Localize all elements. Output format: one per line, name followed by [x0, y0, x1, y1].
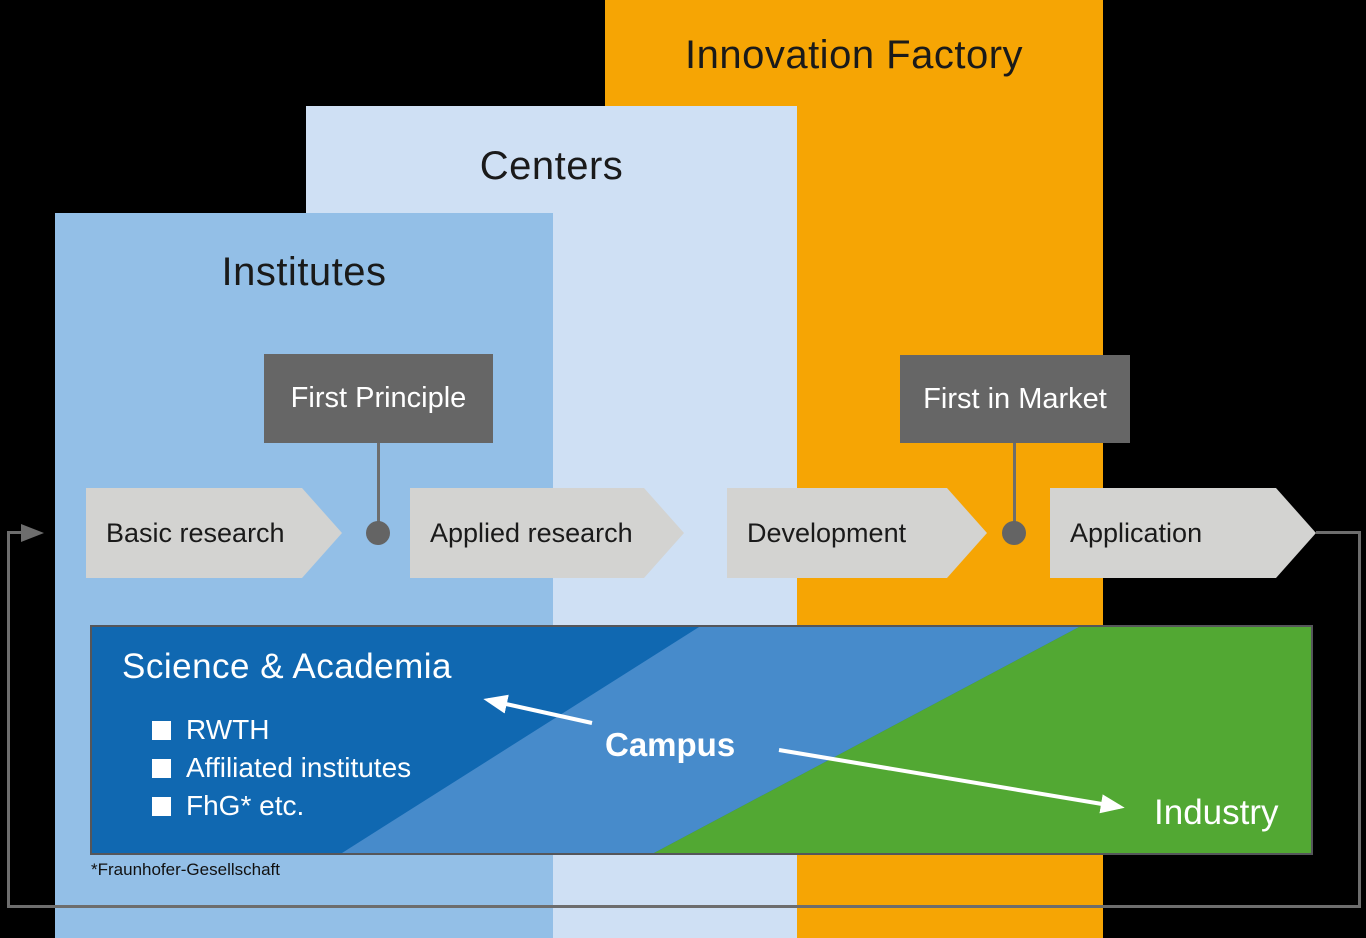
campus-label: Campus — [605, 726, 736, 763]
milestone-label: First Principle — [290, 382, 467, 414]
stage-label: Basic research — [106, 518, 285, 548]
industry-region — [654, 627, 1311, 853]
footnote: *Fraunhofer-Gesellschaft — [91, 860, 280, 879]
stage-label: Applied research — [430, 518, 633, 548]
milestone-dot — [366, 521, 390, 545]
milestone-connector-line — [377, 443, 380, 523]
stage-arrow-application: Application — [1050, 488, 1316, 578]
industry-label: Industry — [1154, 793, 1279, 832]
institutes-title: Institutes — [221, 250, 387, 294]
feedback-loop-bottom-line — [7, 905, 1361, 908]
campus-band-shapes — [92, 627, 1311, 853]
milestone-dot — [1002, 521, 1026, 545]
bullet-item: FhG* etc. — [152, 787, 411, 825]
campus-band: Science & Academia RWTH Affiliated insti… — [90, 625, 1313, 855]
stage-label: Development — [747, 518, 907, 548]
stage-arrow-applied-research: Applied research — [410, 488, 684, 578]
science-academia-region — [92, 627, 699, 853]
bullet-label: FhG* etc. — [186, 790, 305, 821]
innovation-factory-title: Innovation Factory — [684, 33, 1024, 77]
centers-title: Centers — [479, 144, 624, 188]
campus-region — [342, 627, 1079, 853]
stage-label: Application — [1070, 518, 1203, 548]
feedback-loop-arrowhead-icon — [21, 524, 44, 542]
square-bullet-icon — [152, 758, 171, 778]
milestone-first-in-market: First in Market — [900, 355, 1130, 443]
square-bullet-icon — [152, 796, 171, 816]
bullet-label: RWTH — [186, 714, 270, 745]
feedback-loop-entry-line — [7, 531, 25, 534]
milestone-connector-line — [1013, 443, 1016, 523]
milestone-first-principle: First Principle — [264, 354, 493, 443]
milestone-label: First in Market — [923, 382, 1107, 415]
stage-arrow-basic-research: Basic research — [86, 488, 342, 578]
bullet-label: Affiliated institutes — [186, 752, 412, 783]
stage-arrow-development: Development — [727, 488, 987, 578]
feedback-loop-left-line — [7, 531, 10, 908]
feedback-loop-exit-line — [1316, 531, 1361, 534]
bullet-item: Affiliated institutes — [152, 749, 411, 787]
campus-to-science-arrow — [483, 694, 593, 725]
feedback-loop-right-line — [1358, 531, 1361, 908]
square-bullet-icon — [152, 720, 171, 740]
science-academia-title: Science & Academia — [122, 647, 453, 686]
bullet-item: RWTH — [152, 711, 411, 749]
science-academia-bullet-list: RWTH Affiliated institutes FhG* etc. — [152, 711, 411, 825]
campus-to-industry-arrow — [778, 748, 1125, 814]
